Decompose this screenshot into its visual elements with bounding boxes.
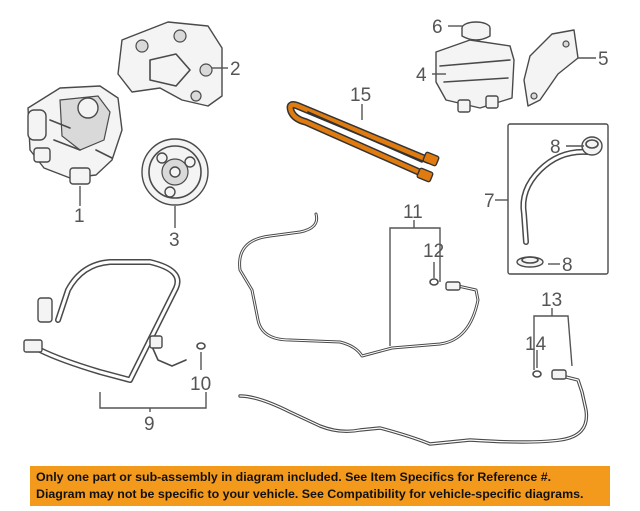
cooler-line-assembly [238,369,589,446]
o-ring-12 [429,278,439,286]
callout-leaders [79,25,596,412]
callout-9: 9 [144,414,155,435]
callout-6: 6 [432,17,443,38]
return-line-assembly [238,212,480,358]
disclaimer-line-2: Diagram may not be specific to your vehi… [36,487,584,501]
hose-clamp-upper [581,136,603,156]
callout-1: 1 [74,206,85,227]
callout-8-lower: 8 [562,255,573,276]
o-ring-14 [532,370,542,378]
disclaimer-banner: Only one part or sub-assembly in diagram… [30,466,610,506]
reservoir-return-hose [520,148,591,245]
callout-11: 11 [403,202,423,223]
callout-13: 13 [541,290,562,311]
callout-15: 15 [350,85,371,106]
pressure-hose-assembly [23,259,187,383]
o-ring-10 [196,342,206,350]
pump-pulley [141,138,209,206]
fluid-reservoir [435,39,515,113]
callout-8-upper: 8 [550,137,561,158]
callout-3: 3 [169,230,180,251]
reservoir-cap [461,21,491,41]
reservoir-bracket [523,29,579,107]
callout-14: 14 [525,334,547,355]
callout-7: 7 [484,191,495,212]
disclaimer-line-1: Only one part or sub-assembly in diagram… [36,470,552,484]
callout-10: 10 [190,374,211,395]
power-steering-pump [27,85,123,185]
return-hose-box [507,123,609,275]
callout-4: 4 [416,65,427,86]
callout-2: 2 [230,59,241,80]
pump-bracket [117,21,223,107]
callout-5: 5 [598,49,609,70]
hose-clamp-lower [516,256,544,268]
parts-diagram: 1 2 3 4 5 6 7 8 8 9 10 11 12 13 14 15 [23,17,609,446]
callout-12: 12 [423,241,444,262]
power-steering-cooler [286,101,440,183]
